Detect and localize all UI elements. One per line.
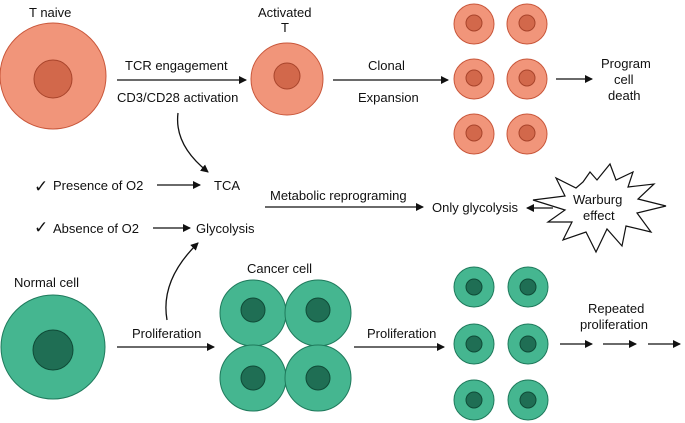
repeated-label-2: proliferation [580,317,648,332]
cancer-clone-nucleus [465,335,483,353]
cancer-nucleus [305,297,331,323]
activated-t-label-1: Activated [258,5,311,20]
cancer-clone-nucleus [519,278,537,296]
clonal-label: Clonal [368,58,405,73]
check-icon: ✓ [34,218,48,237]
t-clone-nucleus [518,14,536,32]
t-clone-nucleus [518,124,536,142]
cancer-clone-nucleus [465,391,483,409]
t-clone-nucleus [518,69,536,87]
t-naive-label: T naive [29,5,71,20]
glycolysis-label: Glycolysis [196,221,255,236]
warburg-label-1: Warburg [573,192,622,207]
cancer-nucleus [305,365,331,391]
cancer-clone-nucleus [519,391,537,409]
proliferation-to-glycolysis-arrow [165,242,199,321]
normal-cell-label: Normal cell [14,275,79,290]
metabolic-reprograming-label: Metabolic reprograming [270,188,407,203]
t-clone-nucleus [465,14,483,32]
expansion-label: Expansion [358,90,419,105]
warburg-label-2: effect [583,208,615,223]
absence-o2-label: Absence of O2 [53,221,139,236]
t-clone-nucleus [465,69,483,87]
program-label-3: death [608,88,641,103]
cancer-clone-nucleus [465,278,483,296]
cancer-clone-nucleus [519,335,537,353]
tcr-engagement-label: TCR engagement [125,58,228,73]
cancer-nucleus [240,297,266,323]
activated-t-nucleus [273,62,301,90]
activated-t-label-2: T [281,20,289,35]
presence-o2-label: Presence of O2 [53,178,143,193]
program-label-1: Program [601,56,651,71]
repeated-label-1: Repeated [588,301,644,316]
normal-cell-nucleus [32,329,74,371]
t-naive-nucleus [33,59,73,99]
only-glycolysis-label: Only glycolysis [432,200,518,215]
t-clone-nucleus [465,124,483,142]
cancer-clones [453,266,549,421]
cancer-cell-label: Cancer cell [247,261,312,276]
t-cell-clones [453,3,548,155]
cancer-nucleus [240,365,266,391]
warburg-burst [532,162,667,254]
program-label-2: cell [614,72,634,87]
proliferation-label-2: Proliferation [367,326,436,341]
cancer-cells [219,279,352,412]
tca-label: TCA [214,178,240,193]
check-icon: ✓ [34,177,48,196]
cd3-cd28-label: CD3/CD28 activation [117,90,238,105]
activation-to-tca-arrow [176,112,209,173]
proliferation-label-1: Proliferation [132,326,201,341]
